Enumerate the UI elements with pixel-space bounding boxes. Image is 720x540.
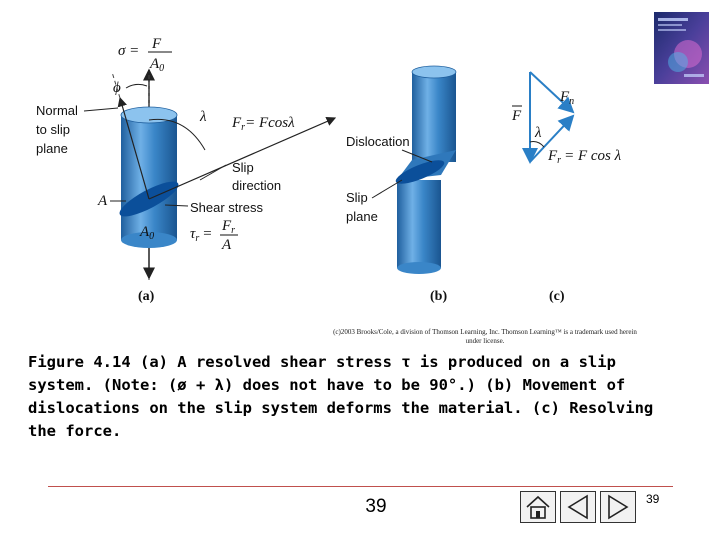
slip-dir-leader bbox=[199, 164, 227, 181]
shear-leader bbox=[164, 204, 189, 207]
figure-4-14: σ = F A0 ϕ λ Normal to slip plane Fr= Fc… bbox=[36, 36, 622, 304]
A-label: A bbox=[97, 193, 108, 209]
cylinder-b-lower bbox=[397, 180, 441, 268]
vector-Fr bbox=[529, 114, 575, 163]
next-slide-button[interactable] bbox=[600, 491, 636, 523]
cylinder-a-body bbox=[121, 115, 177, 240]
slip-plane-b-2: plane bbox=[346, 209, 378, 224]
lambda-symbol-a: λ bbox=[199, 109, 207, 125]
footer-rule bbox=[48, 486, 673, 487]
panel-b: Dislocation Slip plane (b) bbox=[346, 65, 457, 304]
slip-direction-1: Slip bbox=[232, 160, 254, 175]
normal-extension bbox=[111, 71, 121, 99]
shear-stress-label: Shear stress bbox=[190, 200, 263, 215]
Fn-label: Fn bbox=[559, 89, 574, 107]
dislocation-leader bbox=[401, 149, 433, 163]
home-icon bbox=[526, 495, 550, 519]
Fr-label-c: Fr= F cos λ bbox=[547, 148, 622, 166]
cylinder-b-lower-bottom bbox=[397, 262, 441, 274]
normal-label-3: plane bbox=[36, 141, 68, 156]
sigma-eq: σ = bbox=[118, 43, 139, 59]
normal-label-leader bbox=[83, 107, 119, 112]
normal-label-2: to slip bbox=[36, 122, 70, 137]
phi-symbol: ϕ bbox=[113, 80, 121, 96]
phi-arc bbox=[125, 83, 148, 89]
triangle-right-icon bbox=[608, 494, 629, 520]
figure-caption: Figure 4.14 (a) A resolved shear stress … bbox=[28, 353, 654, 440]
book-cover-image bbox=[654, 12, 709, 84]
tau-eq: τr= bbox=[190, 226, 212, 244]
lambda-symbol-c: λ bbox=[534, 125, 542, 141]
panel-b-label: (b) bbox=[430, 289, 447, 304]
slip-direction-2: direction bbox=[232, 178, 281, 193]
slip-plane-b-1: Slip bbox=[346, 190, 368, 205]
normal-label-1: Normal bbox=[36, 103, 78, 118]
cylinder-b-upper-top bbox=[411, 65, 457, 79]
tau-frac-bottom: A bbox=[221, 237, 232, 253]
lambda-arc-c bbox=[529, 141, 545, 148]
slip-direction-line bbox=[148, 116, 337, 200]
home-button[interactable] bbox=[520, 491, 556, 523]
previous-slide-button[interactable] bbox=[560, 491, 596, 523]
tau-frac-top: Fr bbox=[221, 218, 235, 236]
panel-a: σ = F A0 ϕ λ Normal to slip plane Fr= Fc… bbox=[36, 36, 337, 304]
cylinder-b-upper bbox=[412, 72, 456, 162]
normal-line bbox=[117, 96, 150, 200]
F-vector-label: F bbox=[511, 108, 522, 124]
vector-Fn bbox=[529, 71, 575, 114]
panel-a-label: (a) bbox=[138, 289, 155, 304]
dislocation-label: Dislocation bbox=[346, 134, 410, 149]
corner-page-number: 39 bbox=[646, 492, 660, 506]
sigma-frac-A: A0 bbox=[149, 56, 164, 74]
sigma-frac-F: F bbox=[151, 36, 162, 52]
page-number: 39 bbox=[365, 496, 387, 517]
triangle-left-icon bbox=[567, 494, 588, 520]
lambda-arc bbox=[148, 118, 206, 151]
panel-c-label: (c) bbox=[549, 289, 565, 304]
cylinder-a-bottom bbox=[121, 232, 177, 248]
copyright-notice: (c)2003 Brooks/Cole, a division of Thoms… bbox=[333, 328, 637, 345]
slip-plane-b-leader bbox=[371, 179, 403, 199]
slip-plane-b bbox=[395, 160, 445, 184]
Fr-label-a: Fr= Fcosλ bbox=[231, 115, 295, 133]
panel-c: F Fn λ Fr= F cos λ (c) bbox=[511, 71, 622, 304]
cylinder-a-top bbox=[120, 106, 178, 124]
base-A0: A0 bbox=[139, 224, 154, 242]
